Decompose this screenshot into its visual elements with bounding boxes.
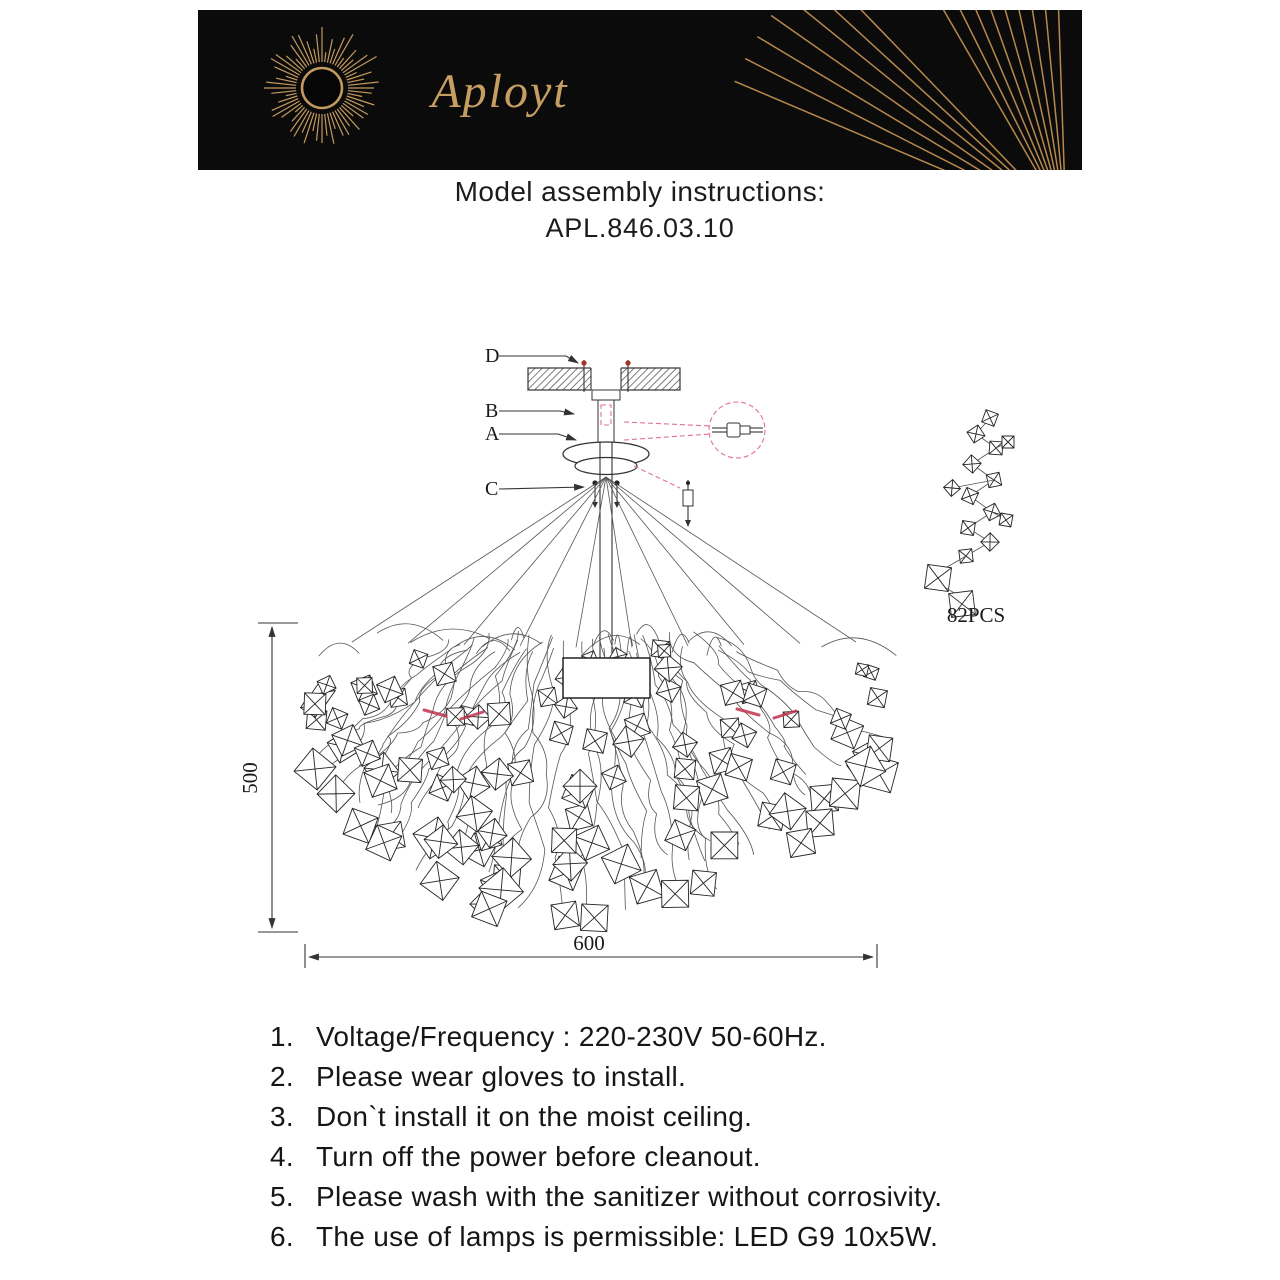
decorative-rays-art <box>734 10 1065 170</box>
instruction-number: 1. <box>270 1021 294 1052</box>
height-dimension: 500 <box>238 622 298 933</box>
label-c: C <box>485 478 498 500</box>
instruction-number: 5. <box>270 1181 294 1212</box>
sunburst-logo-icon <box>264 27 379 144</box>
part-labels: D B A C <box>485 345 586 500</box>
assembly-diagram: D B A C <box>238 345 1015 968</box>
instruction-text: Voltage/Frequency : 220-230V 50-60Hz. <box>316 1021 827 1052</box>
model-number: APL.846.03.10 <box>545 213 735 243</box>
banner-art <box>264 10 1065 170</box>
brand-logotype: Aployt <box>431 65 569 118</box>
page-title: Model assembly instructions: <box>454 176 826 207</box>
width-dimension: 600 <box>304 931 878 968</box>
crystal-strand-detail <box>923 409 1015 618</box>
parts-count-label: 82PCS <box>947 603 1005 627</box>
instruction-item: 5. Please wash with the sanitizer withou… <box>250 1182 942 1211</box>
label-a: A <box>485 423 500 445</box>
instruction-list: 1. Voltage/Frequency : 220-230V 50-60Hz.… <box>250 1022 942 1262</box>
instruction-number: 4. <box>270 1141 294 1172</box>
height-value: 500 <box>238 762 262 794</box>
width-value: 600 <box>573 931 605 955</box>
instruction-text: Please wear gloves to install. <box>316 1061 687 1092</box>
anchor-screw-left <box>581 360 587 366</box>
instruction-text: The use of lamps is permissible: LED G9 … <box>316 1221 939 1252</box>
instruction-text: Don`t install it on the moist ceiling. <box>316 1101 753 1132</box>
instruction-item: 2. Please wear gloves to install. <box>250 1062 942 1091</box>
brand-banner: Aployt <box>198 10 1082 170</box>
instruction-number: 2. <box>270 1061 294 1092</box>
center-plate-drawing <box>562 657 651 699</box>
lamp-position-markers <box>422 707 798 721</box>
anchor-screw-right <box>625 360 631 366</box>
label-b: B <box>485 400 498 422</box>
cord-detail <box>633 465 694 527</box>
instruction-text: Turn off the power before cleanout. <box>316 1141 761 1172</box>
label-d: D <box>485 345 499 367</box>
instruction-item: 3. Don`t install it on the moist ceiling… <box>250 1102 942 1131</box>
instruction-number: 3. <box>270 1101 294 1132</box>
instruction-item: 1. Voltage/Frequency : 220-230V 50-60Hz. <box>250 1022 942 1051</box>
instruction-item: 4. Turn off the power before cleanout. <box>250 1142 942 1171</box>
connector-detail <box>623 401 766 459</box>
ceiling-mount-drawing <box>527 360 681 660</box>
instruction-text: Please wash with the sanitizer without c… <box>316 1181 943 1212</box>
instruction-item: 6. The use of lamps is permissible: LED … <box>250 1222 942 1251</box>
crystal-cluster-drawing <box>293 476 899 933</box>
instruction-number: 6. <box>270 1221 294 1252</box>
